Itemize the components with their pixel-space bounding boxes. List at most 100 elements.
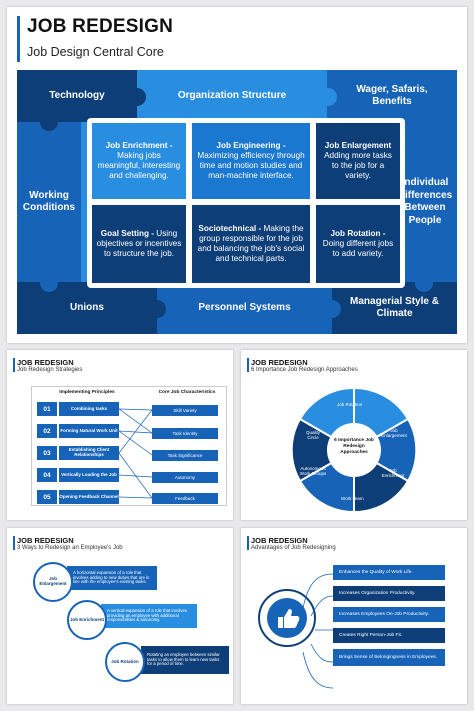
- characteristic-box: Autonomy: [152, 472, 218, 483]
- way-circle: Job Rotation: [105, 642, 145, 682]
- row-number: 03: [37, 446, 57, 460]
- slide-subtitle: 3 Ways to Redesign an Employee's Job: [17, 545, 123, 551]
- benefit-item: Brings Sense of Belongingness in Employe…: [333, 649, 445, 666]
- puzzle-managerial: Managerial Style & Climate: [332, 282, 457, 334]
- title-accent-bar: [17, 16, 20, 62]
- wheel-item: Autonomous Work Groups: [299, 466, 327, 476]
- benefit-item: Increases Employees On-Job Productivity.: [333, 607, 445, 622]
- thumbnail-strategies[interactable]: JOB REDESIGN Job Redesign Strategies Imp…: [7, 350, 233, 520]
- title-accent-bar: [247, 536, 249, 550]
- puzzle-knob: [415, 113, 433, 131]
- connector-lines: [119, 408, 153, 499]
- cell-text: Using objectives or incentives to struct…: [96, 228, 182, 259]
- way-circle: Job Enlargement: [33, 562, 73, 602]
- row-label: Establishing Client Relationships: [59, 446, 119, 460]
- cell-text: Making jobs meaningful, interesting and …: [97, 150, 181, 181]
- characteristic-box: Feedback: [152, 493, 218, 504]
- thumbnail-ways[interactable]: JOB REDESIGN 3 Ways to Redesign an Emplo…: [7, 528, 233, 704]
- managerial-label: Managerial Style & Climate: [350, 295, 439, 320]
- organization-structure-label: Organization Structure: [177, 89, 287, 101]
- cell-title: Job Enrichment -: [105, 140, 173, 150]
- puzzle-frame: Technology Organization Structure Wager,…: [17, 70, 457, 334]
- personnel-systems-label: Personnel Systems: [198, 301, 291, 313]
- wheel-item: Quality Circle: [305, 430, 320, 440]
- approaches-wheel: [290, 386, 418, 514]
- puzzle-working-conditions: Working Conditions: [17, 122, 81, 282]
- wheel-center-label: 6 Importance Job Redesign Approaches: [334, 438, 374, 455]
- characteristic-box: Task Significance: [152, 450, 218, 461]
- slide-title: JOB REDESIGN: [17, 536, 74, 545]
- cell-goal-setting: Goal Setting - Using objectives or incen…: [91, 204, 187, 284]
- thumbnail-approaches[interactable]: JOB REDESIGN 6 Importance Job Redesign A…: [241, 350, 467, 520]
- row-number: 01: [37, 402, 57, 416]
- cell-title: Job Engineering -: [216, 140, 286, 150]
- way-circle: Job Enrichment: [67, 600, 107, 640]
- way-ribbon: Rotating an employee between similar tas…: [141, 646, 229, 674]
- individual-differences-label: Individual Differences Between People: [397, 177, 453, 226]
- row-label: Forming Natural Work Unit: [59, 424, 119, 438]
- puzzle-knob: [40, 274, 58, 292]
- main-slide: JOB REDESIGN Job Design Central Core Tec…: [7, 7, 467, 343]
- cell-job-rotation: Job Rotation - Doing different jobs to a…: [315, 204, 401, 284]
- puzzle-personnel-systems: Personnel Systems: [157, 282, 332, 334]
- puzzle-knob: [40, 113, 58, 131]
- puzzle-knob: [323, 300, 341, 318]
- puzzle-unions: Unions: [17, 282, 157, 334]
- way-label: Job Rotation: [111, 658, 139, 664]
- cell-job-enlargement: Job Enlargement Adding more tasks to the…: [315, 122, 401, 200]
- row-number: 05: [37, 490, 57, 504]
- characteristic-box: Skill Variety: [152, 405, 218, 416]
- puzzle-knob: [148, 300, 166, 318]
- row-label: Opening Feedback Channel: [59, 490, 119, 504]
- title-accent-bar: [247, 358, 249, 372]
- right-header: Core Job Characteristics: [158, 390, 216, 395]
- left-header: Implementing Principles: [59, 390, 115, 395]
- puzzle-wager: Wager, Safaris, Benefits: [327, 70, 457, 122]
- cell-text: Doing different jobs to add variety.: [322, 238, 394, 259]
- slide-subtitle: Advantages of Job Redesigning: [251, 545, 336, 551]
- cell-job-engineering: Job Engineering - Maximizing efficiency …: [191, 122, 311, 200]
- puzzle-knob: [319, 88, 337, 106]
- wheel-item: Job Enlargement: [381, 428, 407, 438]
- row-label: Vertically Loading the Job: [59, 468, 119, 482]
- technology-label: Technology: [49, 89, 105, 101]
- slide-title: JOB REDESIGN: [17, 358, 74, 367]
- way-label: Job Enrichment: [69, 616, 104, 622]
- slide-subtitle: Job Redesign Strategies: [17, 367, 83, 373]
- benefit-item: Increases Organization Productivity.: [333, 586, 445, 601]
- slide-title: JOB REDESIGN: [251, 536, 308, 545]
- benefit-item: Creates Right Person-Job Fit.: [333, 628, 445, 643]
- strategy-panel: [31, 386, 227, 506]
- puzzle-technology: Technology: [17, 70, 137, 122]
- title-accent-bar: [13, 358, 15, 372]
- puzzle-knob: [415, 274, 433, 292]
- cell-text: Adding more tasks to the job for a varie…: [324, 150, 392, 181]
- cell-text: Maximizing efficiency through time and m…: [197, 150, 305, 181]
- wheel-item: Work Team: [341, 496, 364, 501]
- benefit-connectors: [302, 573, 334, 689]
- center-grid: Job Enrichment - Making jobs meaningful,…: [87, 118, 405, 288]
- thumbs-up-badge: [258, 589, 316, 647]
- cell-title: Job Rotation -: [330, 228, 386, 238]
- unions-label: Unions: [70, 301, 104, 313]
- thumbnail-advantages[interactable]: JOB REDESIGN Advantages of Job Redesigni…: [241, 528, 467, 704]
- page-title: JOB REDESIGN: [27, 16, 173, 37]
- wager-label: Wager, Safaris, Benefits: [356, 83, 428, 108]
- row-number: 02: [37, 424, 57, 438]
- way-ribbon: A vertical expansion of a role that invo…: [101, 604, 197, 628]
- cell-title: Goal Setting -: [100, 228, 154, 238]
- row-number: 04: [37, 468, 57, 482]
- characteristic-box: Task Identity: [152, 428, 218, 439]
- slide-title: JOB REDESIGN: [251, 358, 308, 367]
- way-ribbon: A horizontal expansion of a role that in…: [67, 566, 157, 590]
- puzzle-organization-structure: Organization Structure: [137, 70, 327, 122]
- puzzle-knob: [128, 88, 146, 106]
- cell-job-enrichment: Job Enrichment - Making jobs meaningful,…: [91, 122, 187, 200]
- cell-title: Job Enlargement: [324, 140, 392, 150]
- wheel-item: Job Rotation: [337, 402, 363, 407]
- cell-title: Sociotechnical -: [198, 223, 262, 233]
- title-accent-bar: [13, 536, 15, 550]
- slide-subtitle: 6 Importance Job Redesign Approaches: [251, 367, 358, 373]
- way-label: Job Enlargement: [39, 576, 67, 586]
- cell-text: Making the group responsible for the job…: [197, 223, 305, 264]
